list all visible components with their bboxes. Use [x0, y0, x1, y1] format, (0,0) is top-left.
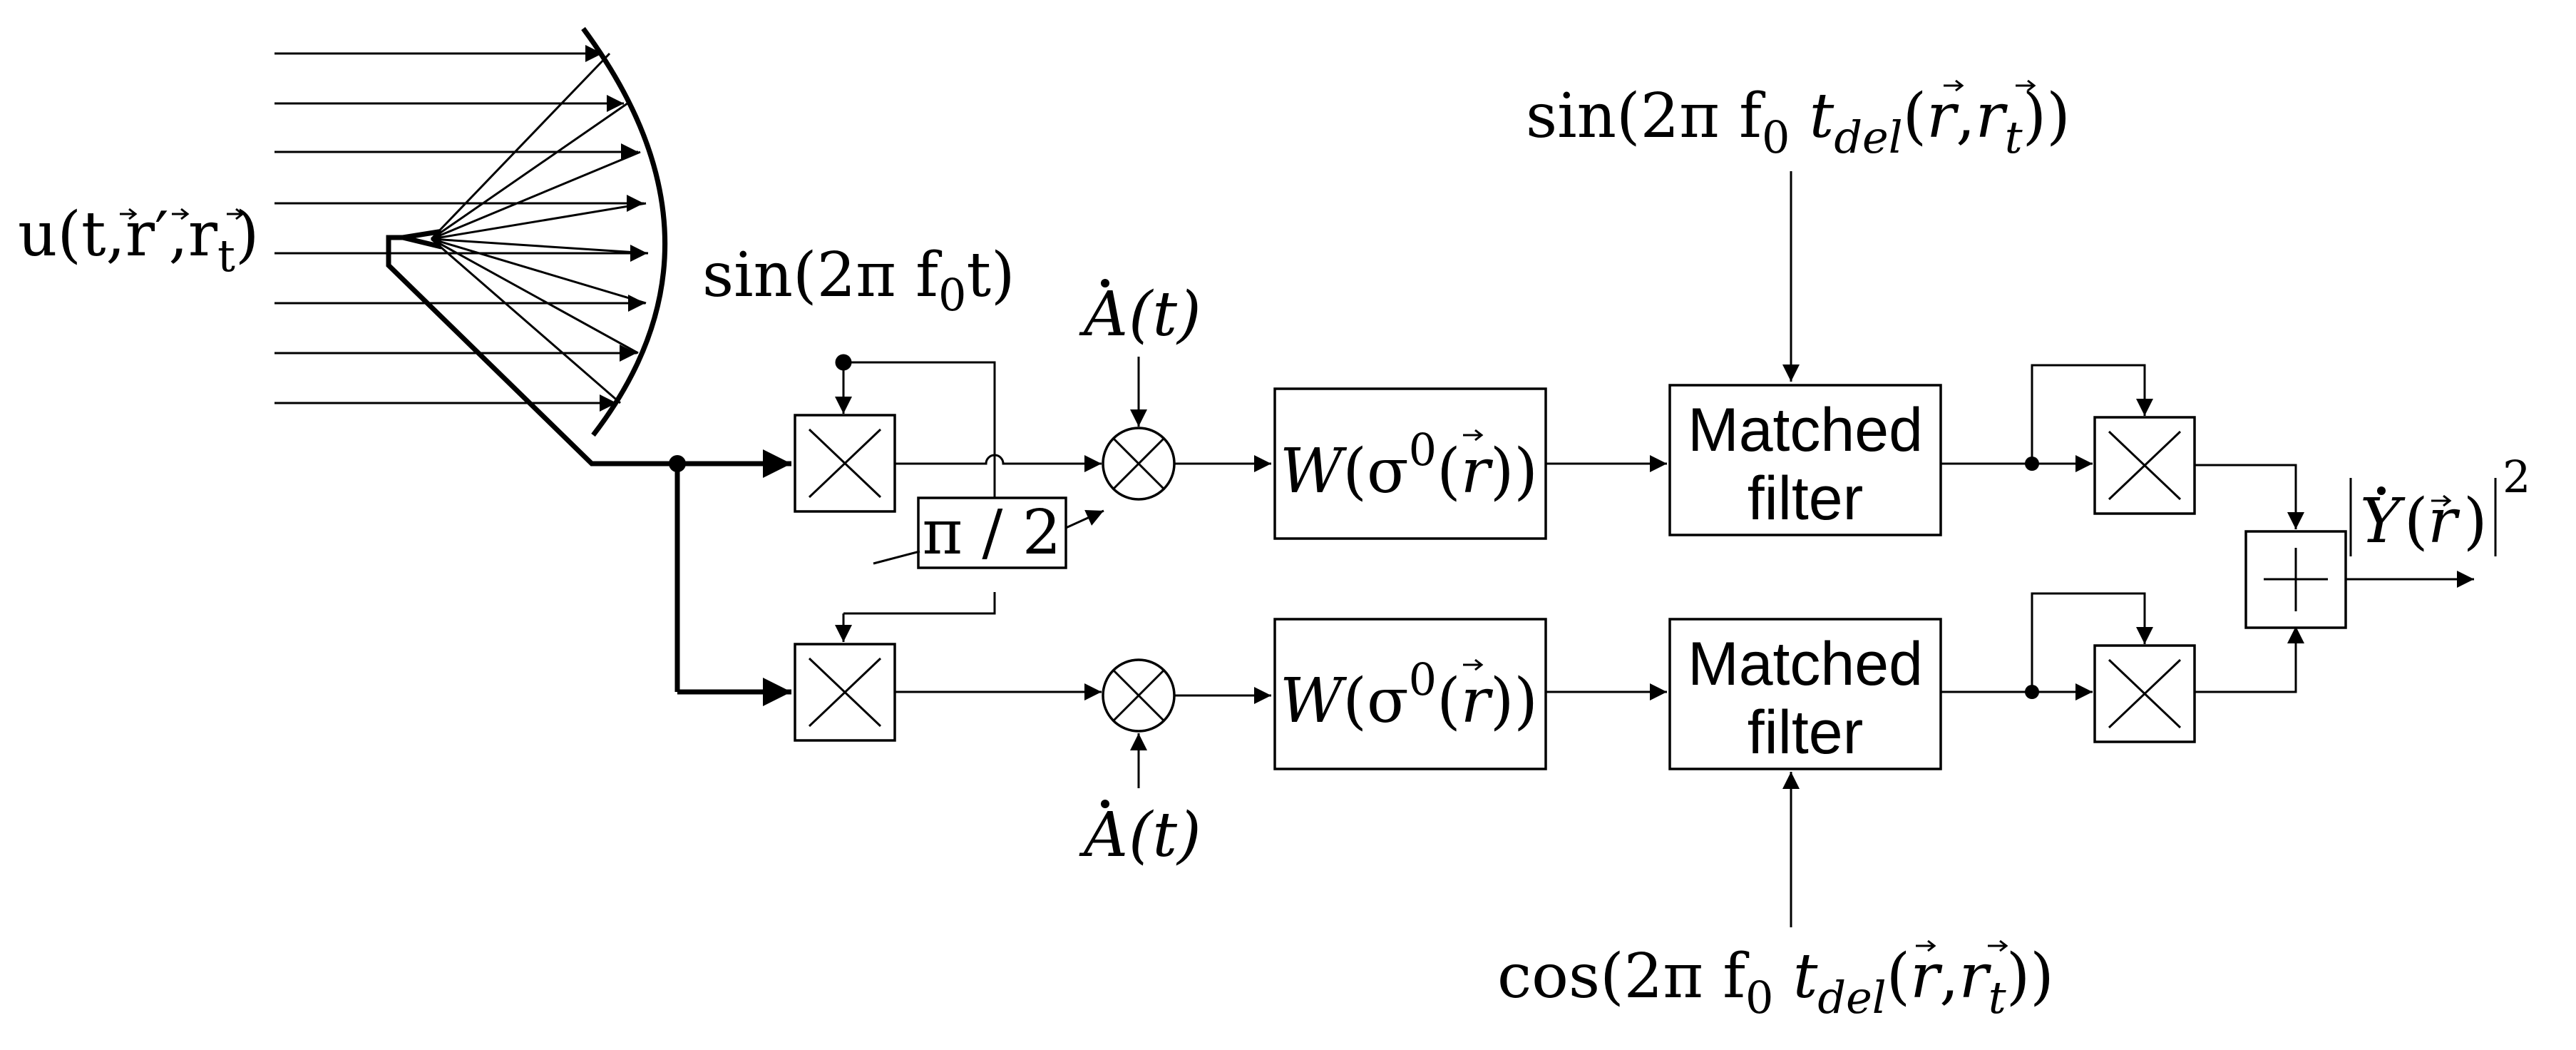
- svg-text:(t): (t): [1129, 279, 1201, 350]
- input-bus: [669, 449, 791, 706]
- upper-squaring-wires: [1941, 364, 2153, 472]
- svg-text:(t): (t): [1129, 800, 1201, 871]
- upper-weighting-block: W(σ0(r)): [1273, 387, 1547, 540]
- svg-text:filter: filter: [1748, 464, 1863, 533]
- top-reference-label: sin(2π f0 tdel(r,rt)): [1526, 79, 2070, 382]
- lower-weighting-block: W(σ0(r)): [1273, 618, 1547, 770]
- svg-text:Matched: Matched: [1688, 630, 1923, 698]
- reflected-rays: [430, 52, 649, 404]
- svg-text:A: A: [1079, 279, 1128, 350]
- upper-modulator-icon: [1102, 427, 1176, 501]
- output-label: Y ( r ) 2: [2349, 451, 2530, 557]
- svg-text:W(σ0(r)): W(σ0(r)): [1280, 653, 1538, 737]
- upper-mixer-output: [895, 454, 1102, 472]
- input-signal-label: u(t,r′,rt): [18, 199, 259, 282]
- lower-squaring-wires: [1941, 592, 2153, 700]
- svg-text:W(σ0(r)): W(σ0(r)): [1280, 424, 1538, 507]
- svg-text:Matched: Matched: [1688, 396, 1923, 464]
- lower-squarer-block: [2093, 644, 2196, 743]
- svg-text:sin(2π f0 tdel(r,rt)): sin(2π f0 tdel(r,rt)): [1526, 81, 2070, 163]
- phase-shifter-block: π / 2: [873, 496, 1104, 569]
- carrier-lines: [835, 354, 996, 642]
- reflector-dish-icon: [581, 26, 667, 437]
- lower-mixer-block: [794, 643, 896, 742]
- adder-block: [2244, 530, 2347, 629]
- upper-mixer-block: [794, 414, 896, 513]
- svg-text:(: (: [2404, 486, 2428, 557]
- svg-text:): ): [2463, 486, 2488, 557]
- svg-text:π / 2: π / 2: [923, 497, 1062, 569]
- svg-text:2: 2: [2503, 451, 2530, 503]
- lower-matched-filter-block: Matched filter: [1668, 618, 1942, 770]
- incoming-wave-arrows: [274, 45, 647, 412]
- lower-amplitude-label: A (t): [1079, 733, 1201, 871]
- upper-amplitude-label: A (t): [1079, 279, 1201, 427]
- vector-arrows: [120, 208, 245, 220]
- carrier-label: sin(2π f0t): [702, 240, 1015, 321]
- bottom-reference-label: cos(2π f0 tdel(r,rt)): [1497, 772, 2054, 1024]
- lower-modulator-icon: [1102, 658, 1176, 733]
- svg-text:filter: filter: [1748, 698, 1863, 767]
- svg-text:u(t,r′,rt): u(t,r′,rt): [18, 199, 259, 282]
- svg-text:cos(2π f0 tdel(r,rt)): cos(2π f0 tdel(r,rt)): [1497, 941, 2054, 1024]
- svg-text:Y: Y: [2360, 486, 2406, 557]
- upper-matched-filter-block: Matched filter: [1668, 384, 1942, 536]
- feed-horn-icon: [386, 228, 677, 467]
- svg-text:A: A: [1079, 800, 1128, 871]
- upper-squarer-block: [2093, 416, 2196, 515]
